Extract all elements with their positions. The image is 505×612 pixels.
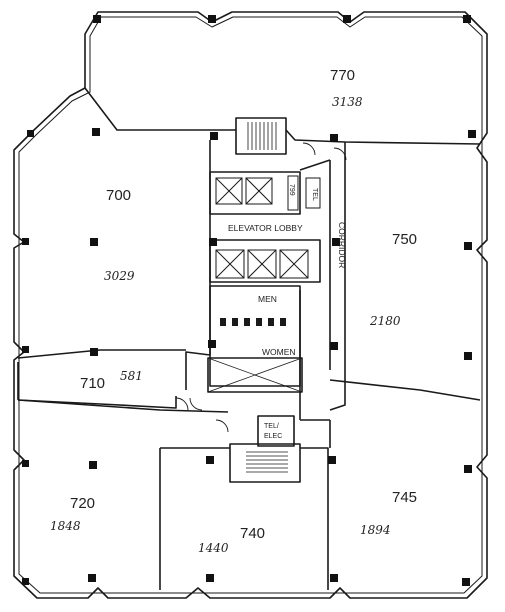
tel-elec-label-line2: ELEC	[264, 433, 282, 440]
elevator-bank-upper	[209, 171, 301, 215]
stair-top	[235, 117, 287, 155]
building-outline-inner	[18, 16, 483, 594]
room-710-number: 710	[80, 375, 105, 392]
room-770-area: 3138	[332, 95, 363, 109]
room-750-number: 750	[392, 231, 417, 248]
room-770-wall	[84, 87, 481, 145]
tel-elec-room	[257, 415, 295, 447]
room-720-number: 720	[70, 495, 95, 512]
elevator-bank-lower	[209, 239, 321, 283]
tel-label: TEL	[311, 188, 318, 201]
room-700-number: 700	[106, 187, 131, 204]
room-700-wall	[17, 140, 211, 390]
mech-shaft	[207, 357, 303, 393]
room-720-area: 1848	[50, 519, 81, 533]
room-745-wall	[329, 379, 481, 448]
room-700-area: 3029	[104, 269, 135, 283]
women-label: WOMEN	[262, 347, 296, 357]
room-750-area: 2180	[369, 314, 401, 328]
core-block	[209, 285, 301, 387]
room-750-wall	[329, 142, 346, 411]
room-770-number: 770	[330, 67, 355, 84]
stair-bottom	[229, 443, 301, 483]
room-740-wall	[300, 447, 329, 590]
corridor-label: CORRIDOR	[337, 222, 347, 268]
men-label: MEN	[258, 294, 277, 304]
tel-elec-label-line1: TEL/	[264, 423, 279, 430]
room-745-number: 745	[392, 489, 417, 506]
room-710-wall	[17, 362, 177, 409]
room-740-area: 1440	[198, 541, 229, 555]
corridor-wall	[299, 159, 331, 421]
room-720-wall	[17, 399, 230, 590]
elevator-lobby-label: ELEVATOR LOBBY	[228, 223, 303, 233]
room-710-area: 581	[120, 369, 143, 383]
room-740-number: 740	[240, 525, 265, 542]
closet-799-label: 799	[288, 184, 295, 196]
room-745-area: 1894	[360, 523, 391, 537]
